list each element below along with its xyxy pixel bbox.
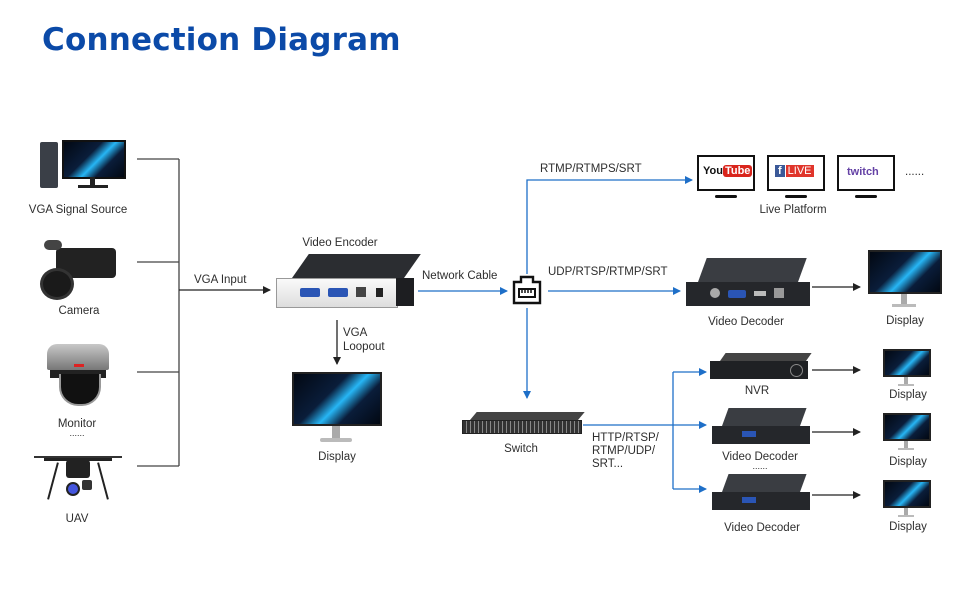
vga-loopout-label: VGA [343, 327, 368, 339]
source-label: Monitor [57, 418, 97, 430]
video-decoder-label: Video Decoder [724, 522, 800, 534]
vga-input-label: VGA Input [194, 274, 247, 286]
facebook-live-badge: LIVE [785, 165, 814, 177]
video-decoder-label: Video Decoder [722, 451, 798, 463]
display-icon [868, 250, 942, 310]
video-decoder-label: Video Decoder [708, 316, 784, 328]
twitch-logo: twitch [847, 166, 879, 178]
live-platform-twitch: twitch [837, 155, 897, 201]
display-icon [292, 372, 382, 444]
video-decoder-device [712, 408, 810, 446]
network-switch-device [462, 412, 585, 438]
display-icon [883, 480, 931, 520]
switch-protocols: SRT... [592, 458, 624, 470]
dome-camera-icon [47, 344, 109, 406]
video-decoder-device [712, 474, 810, 512]
source-label: UAV [65, 513, 89, 525]
nvr-label: NVR [744, 385, 770, 397]
youtube-logo-tube: Tube [722, 165, 753, 177]
display-icon [883, 349, 931, 389]
video-decoder-more: ...... [752, 461, 768, 471]
facebook-logo: f [775, 165, 785, 177]
vga-signal-source [40, 140, 126, 192]
drone-icon [34, 450, 122, 506]
display-icon [883, 413, 931, 453]
live-platform-label: Live Platform [759, 204, 827, 216]
camcorder-icon [38, 238, 122, 300]
source-label: VGA Signal Source [28, 204, 128, 216]
source-label: Camera [58, 305, 100, 317]
display-label: Display [889, 389, 927, 401]
display-label: Display [889, 521, 927, 533]
source-bracket [137, 158, 180, 467]
udp-label: UDP/RTSP/RTMP/SRT [548, 266, 668, 278]
display-label: Display [318, 451, 356, 463]
desktop-pc-icon [40, 140, 126, 192]
video-decoder-device [684, 258, 812, 310]
display-label: Display [889, 456, 927, 468]
video-encoder-device [272, 254, 421, 326]
switch-protocols: RTMP/UDP/ [592, 445, 656, 457]
switch-label: Switch [504, 443, 538, 455]
display-label: Display [886, 315, 924, 327]
page-title: Connection Diagram [42, 22, 401, 58]
source-more: ...... [69, 428, 85, 438]
switch-protocols: HTTP/RTSP/ [592, 432, 659, 444]
youtube-logo-you: You [703, 165, 723, 177]
rtmp-label: RTMP/RTMPS/SRT [540, 163, 642, 175]
more-platforms: ...... [905, 166, 925, 178]
video-encoder-label: Video Encoder [302, 237, 378, 249]
rtmp-line [526, 176, 693, 274]
nvr-device [710, 353, 812, 383]
network-cable-label: Network Cable [422, 270, 498, 282]
vga-loopout-label: Loopout [343, 341, 385, 353]
ethernet-port-icon [511, 274, 543, 306]
